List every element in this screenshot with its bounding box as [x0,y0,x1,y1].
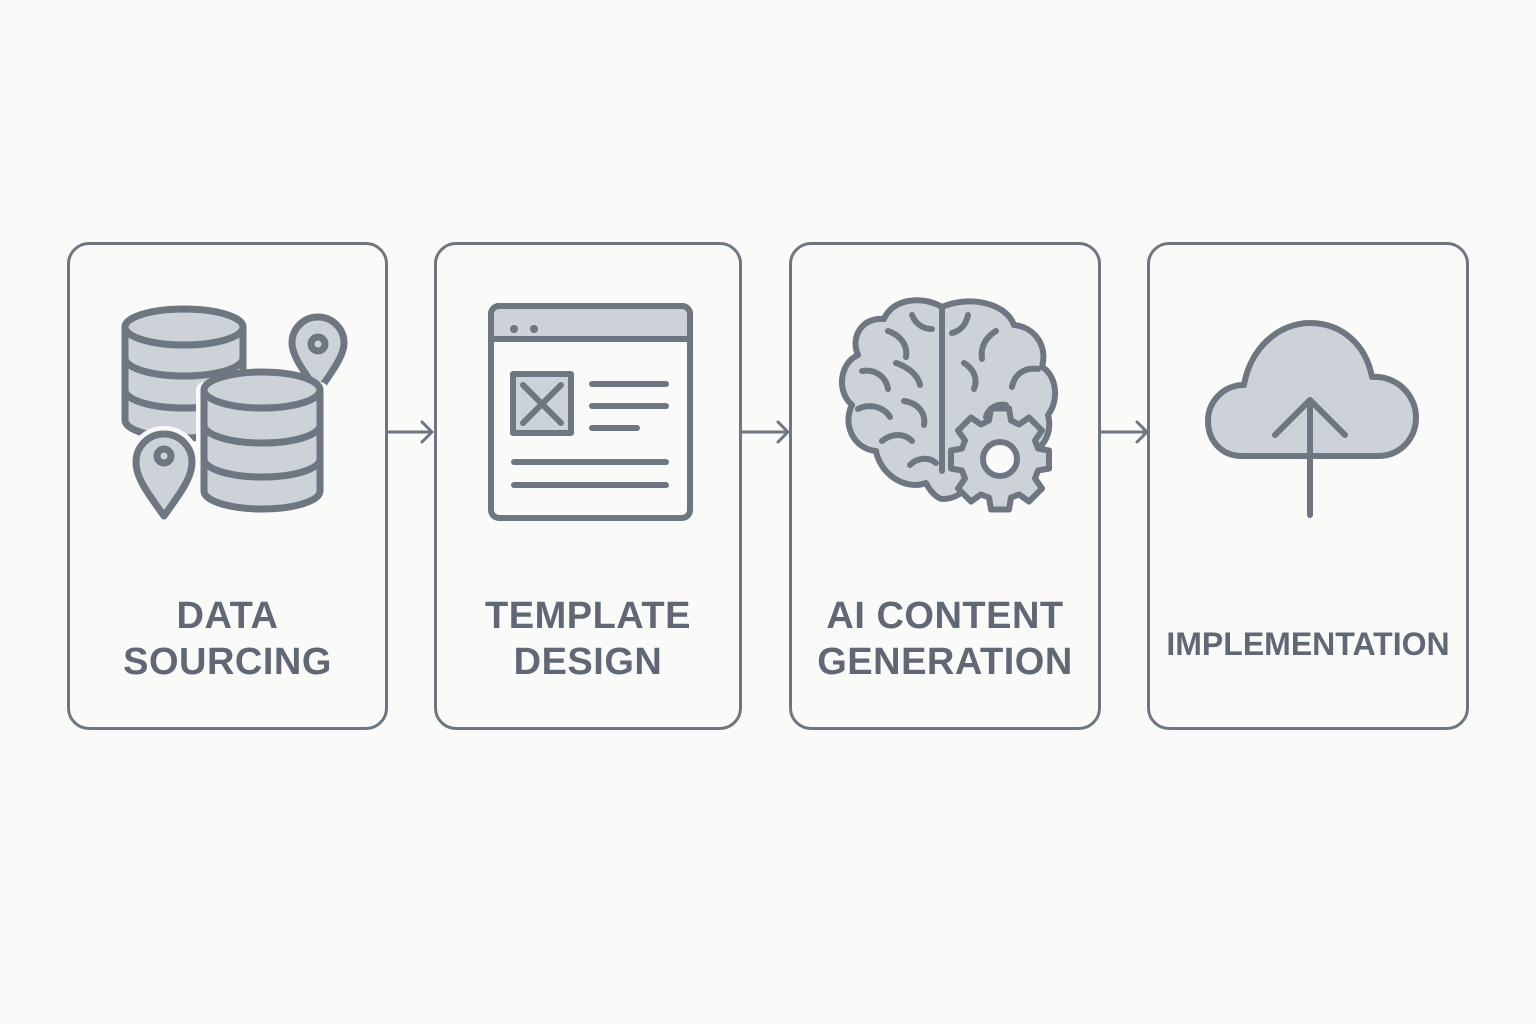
arrow-right-icon [1101,420,1149,444]
step-card-implementation: IMPLEMENTATION [1147,242,1469,730]
step-label-line: AI CONTENT [826,595,1064,637]
step-card-template-design: TEMPLATE DESIGN [434,242,742,730]
step-label-line: IMPLEMENTATION [1166,626,1450,662]
brain-gear-icon [838,297,1059,513]
step-card-ai-content-generation: AI CONTENT GENERATION [789,242,1101,730]
step-label: IMPLEMENTATION [1150,621,1466,667]
step-label: TEMPLATE DESIGN [437,593,739,685]
step-label-line: DATA [176,595,279,637]
arrow-right-icon [742,420,790,444]
step-label: DATA SOURCING [70,593,385,685]
arrow-right-icon [388,420,434,444]
step-label-line: DESIGN [513,641,663,683]
database-location-icon [121,305,348,524]
cloud-upload-icon [1205,320,1419,518]
step-label-line: GENERATION [817,641,1073,683]
step-label-line: SOURCING [123,641,332,683]
step-label: AI CONTENT GENERATION [792,593,1098,685]
step-label-line: TEMPLATE [485,595,691,637]
step-card-data-sourcing: DATA SOURCING [67,242,388,730]
webpage-template-icon [488,303,693,521]
